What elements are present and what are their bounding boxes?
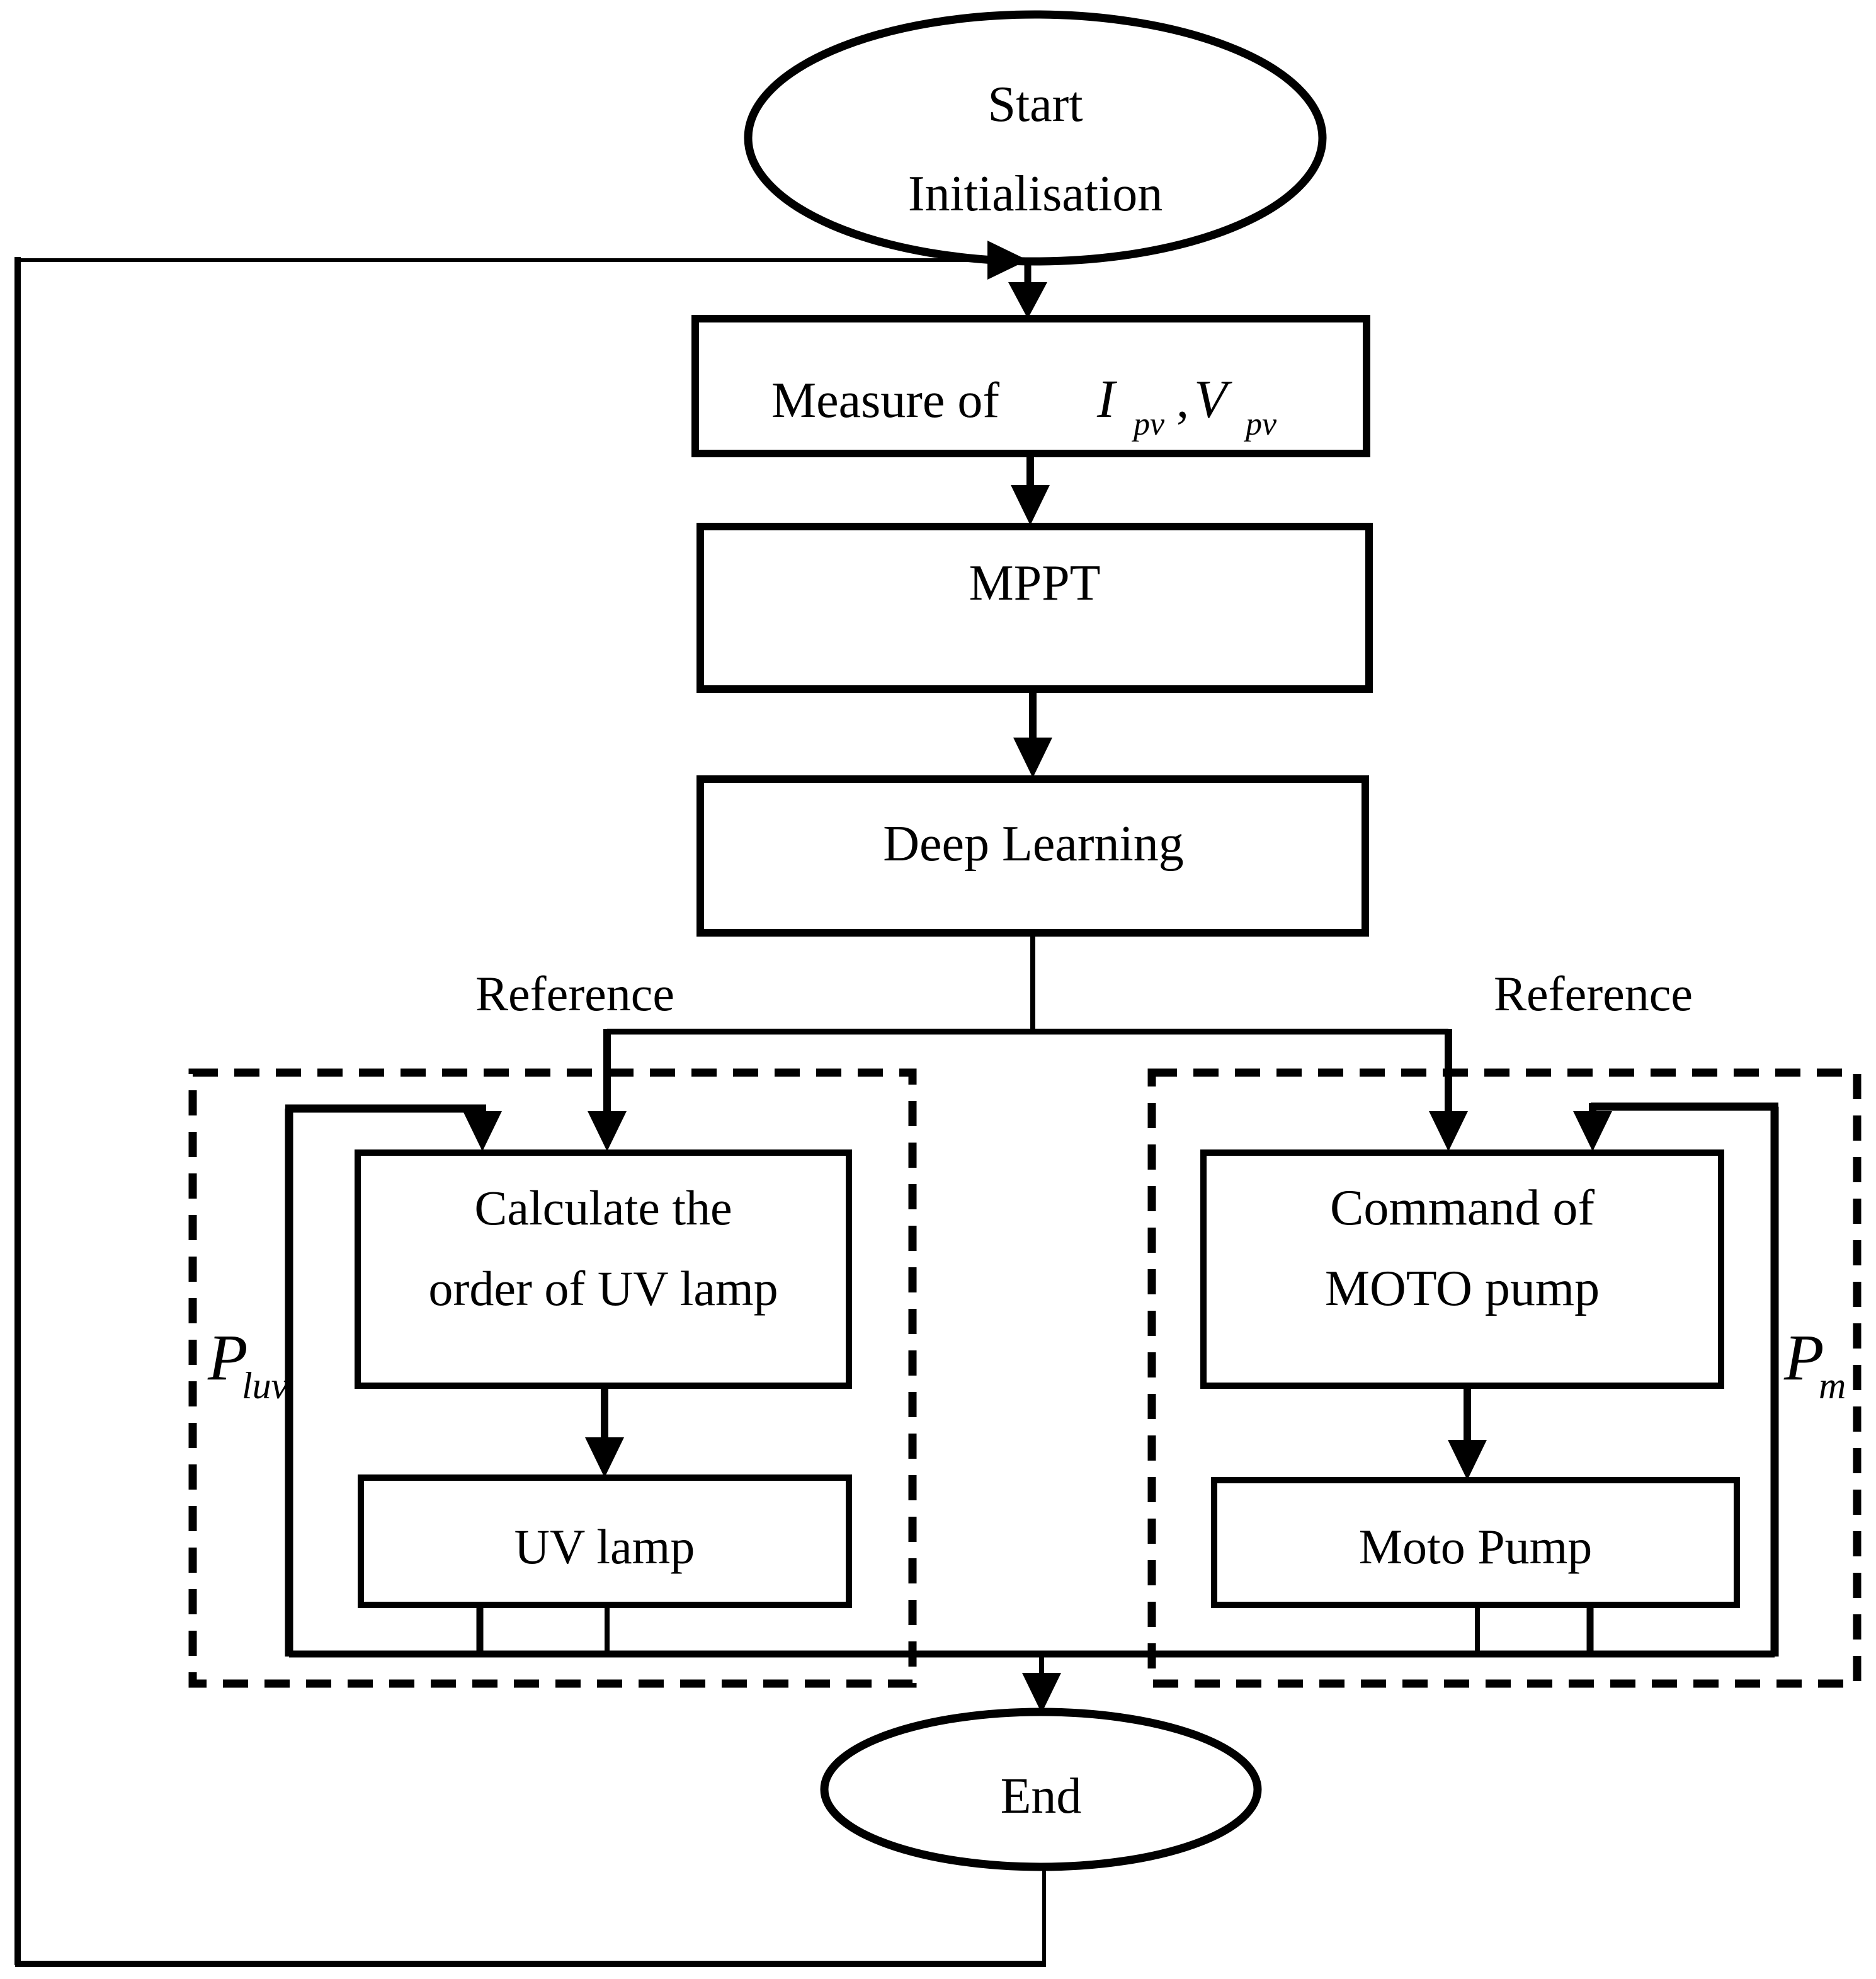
arrowhead-into-uvlamp <box>585 1437 624 1478</box>
uv-lamp-box <box>358 1474 852 1608</box>
command-pump-label-line2: MOTO pump <box>1325 1261 1600 1316</box>
mppt-label: MPPT <box>969 556 1101 611</box>
end-ellipse <box>820 1708 1262 1871</box>
mppt-box <box>696 523 1373 693</box>
arrowhead-pump-loop-into-command <box>1573 1111 1612 1151</box>
reference-label-right: Reference <box>1494 966 1693 1021</box>
p-m-label: P m <box>1783 1321 1846 1406</box>
reference-label-left: Reference <box>475 966 674 1021</box>
start-label-line2: Initialisation <box>908 166 1163 222</box>
command-pump-label-line1: Command of <box>1330 1180 1595 1236</box>
moto-pump-box <box>1211 1477 1740 1608</box>
arrowhead-uv-loop-into-calculate <box>463 1111 502 1151</box>
uv-lamp-label: UV lamp <box>514 1519 695 1574</box>
command-pump-box <box>1200 1149 1724 1389</box>
measure-label-prefix: Measure of <box>771 373 999 428</box>
moto-pump-label: Moto Pump <box>1359 1519 1593 1574</box>
arrowhead-reference-into-calculate <box>588 1111 627 1151</box>
deep-learning-box <box>696 775 1369 937</box>
arrowhead-into-measure <box>1008 282 1047 319</box>
p-m-subscript: m <box>1819 1365 1846 1406</box>
calculate-uv-label-line1: Calculate the <box>474 1180 732 1235</box>
arrowhead-into-deep-learning <box>1013 738 1052 778</box>
p-luv-label: P luv <box>207 1321 288 1406</box>
arrowhead-into-motopump <box>1448 1440 1487 1480</box>
measure-separator: , <box>1176 373 1189 428</box>
arrowhead-into-end <box>1022 1673 1061 1713</box>
start-ellipse <box>744 10 1327 266</box>
measure-box <box>691 315 1370 457</box>
arrowhead-reference-into-command <box>1429 1111 1468 1151</box>
p-m-base: P <box>1783 1321 1824 1394</box>
p-luv-base: P <box>207 1321 248 1394</box>
dashed-container-uv-subsystem <box>188 1068 917 1688</box>
measure-symbol-v: V <box>1194 368 1232 429</box>
measure-label: Measure of I pv , V pv <box>771 368 1277 442</box>
measure-symbol-i-subscript: pv <box>1131 406 1165 442</box>
measure-symbol-i: I <box>1096 368 1117 429</box>
end-label: End <box>1001 1769 1082 1824</box>
measure-symbol-v-subscript: pv <box>1243 406 1277 442</box>
arrowhead-into-mppt <box>1011 485 1050 525</box>
deep-learning-label: Deep Learning <box>883 816 1184 872</box>
dashed-container-pump-subsystem <box>1147 1068 1862 1688</box>
calculate-uv-box <box>355 1149 852 1389</box>
calculate-uv-label-line2: order of UV lamp <box>428 1261 778 1316</box>
p-luv-subscript: luv <box>242 1365 288 1406</box>
start-label-line1: Start <box>987 77 1083 132</box>
